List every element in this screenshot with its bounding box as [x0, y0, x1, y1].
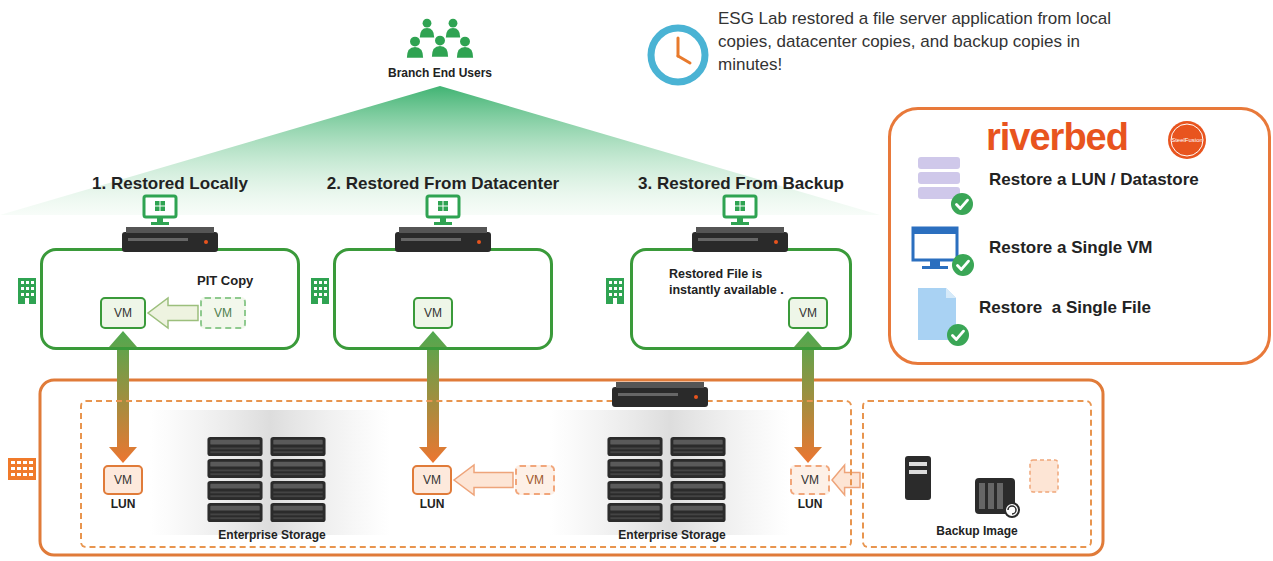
- block-arrow: [454, 465, 513, 495]
- section-heading: 1. Restored Locally: [92, 174, 248, 194]
- feature-item: Restore a LUN / Datastore: [989, 170, 1199, 190]
- vm-box: VM: [413, 297, 453, 329]
- branch-office-box: VM2. Restored From Datacenter: [333, 248, 553, 350]
- vm-label: VM: [423, 473, 441, 487]
- vm-label: VM: [424, 306, 442, 320]
- appliance: [122, 227, 788, 407]
- lun-vm-box: VMLUN: [790, 465, 830, 495]
- vm-box: VM: [788, 297, 828, 329]
- feature-item: Restore a Single VM: [989, 238, 1152, 258]
- note-text: Restored File is instantly available .: [669, 267, 784, 298]
- block-arrow: [832, 465, 860, 495]
- backup-region: Backup Image: [862, 400, 1092, 548]
- section-heading: 2. Restored From Datacenter: [327, 174, 559, 194]
- callout-label: PIT Copy: [197, 273, 253, 288]
- feature-item: Restore a Single File: [979, 298, 1151, 318]
- vm-label: VM: [799, 306, 817, 320]
- branch-office-box: VMVM1. Restored LocallyPIT Copy: [40, 248, 300, 350]
- backup-label: Backup Image: [864, 524, 1090, 538]
- storage-label: Enterprise Storage: [202, 528, 342, 542]
- block-arrow: [419, 331, 447, 463]
- brand-badge: SteelFusion: [1171, 137, 1203, 143]
- section-heading: 3. Restored From Backup: [638, 174, 844, 194]
- vm-copy-box: VM: [200, 297, 246, 329]
- lun-label: LUN: [798, 497, 823, 511]
- vm-box: VM: [100, 297, 146, 329]
- vm-label: VM: [526, 473, 544, 487]
- brand-logo: riverbed: [986, 116, 1128, 159]
- branch-office-box: VM3. Restored From BackupRestored File i…: [630, 248, 852, 350]
- lun-vm-box: VMLUN: [412, 465, 452, 495]
- lun-label: LUN: [420, 497, 445, 511]
- vm-label: VM: [114, 473, 132, 487]
- vm-copy-box: VM: [515, 465, 555, 495]
- storage-label: Enterprise Storage: [602, 528, 742, 542]
- block-arrow: [148, 298, 198, 328]
- lun-vm-box: VMLUN: [103, 465, 143, 495]
- lun-label: LUN: [111, 497, 136, 511]
- block-arrow: [794, 331, 822, 463]
- feature-panel: riverbed SteelFusionRestore a LUN / Datas…: [888, 107, 1271, 365]
- group-label: Branch End Users: [370, 66, 510, 80]
- vm-label: VM: [801, 473, 819, 487]
- vm-label: VM: [214, 306, 232, 320]
- vm-label: VM: [114, 306, 132, 320]
- block-arrow: [109, 331, 137, 463]
- note-text: ESG Lab restored a file server applicati…: [718, 8, 1148, 77]
- storage-region: VMLUNVMLUNVMVMLUNEnterprise StorageEnter…: [80, 400, 852, 548]
